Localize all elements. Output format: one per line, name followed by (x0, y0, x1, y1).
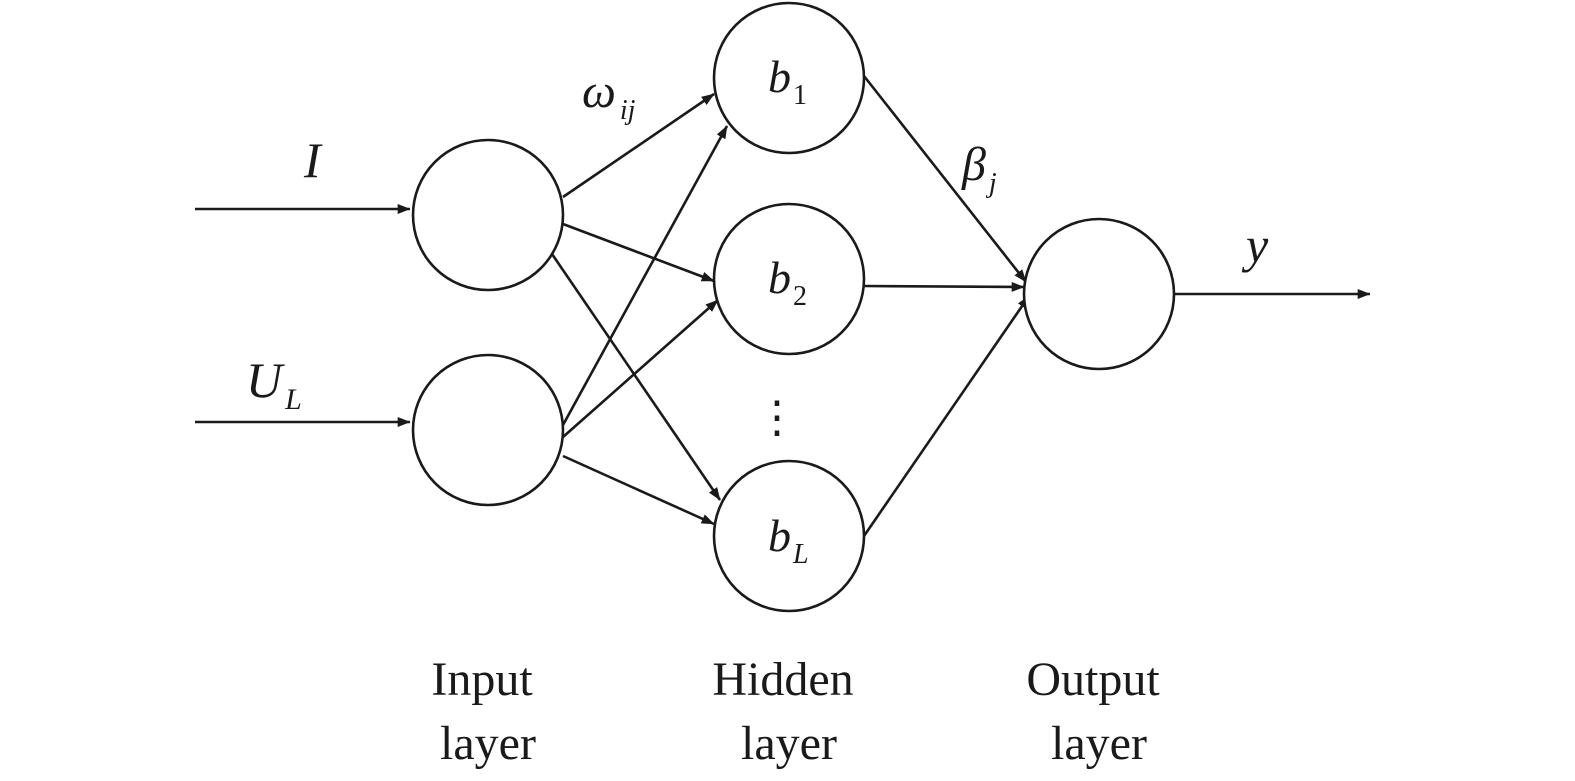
edge-input1-hidden1 (562, 92, 715, 199)
input-layer-caption: Input layer (431, 653, 544, 770)
hidden-node-L-label: bL (768, 510, 809, 570)
hidden-node-1 (712, 1, 866, 155)
hidden-node-2-label: b2 (768, 252, 807, 312)
hidden-node-2 (712, 202, 866, 356)
hidden-layer-caption: Hidden layer (712, 653, 865, 770)
output-layer-caption: Output layer (1026, 653, 1171, 770)
edge-input1-hiddenL (550, 253, 722, 501)
hidden-node-L (712, 459, 866, 613)
input-node-2 (411, 353, 565, 507)
edge-input1-hidden2 (562, 222, 715, 283)
edge-hiddenL-output (862, 295, 1031, 537)
output-symbol: y (1241, 217, 1269, 273)
hidden-node-1-label: b1 (768, 51, 807, 111)
edge-input2-hiddenL (562, 454, 715, 526)
hidden-ellipsis: ⋮ (755, 393, 799, 442)
output-node (1022, 217, 1176, 371)
input-node-1 (411, 138, 565, 292)
edge-input2-hidden1 (561, 125, 729, 426)
edge-hidden2-output (863, 281, 1025, 292)
input-symbol-current: I (303, 132, 323, 188)
edge-hidden1-output (862, 75, 1028, 283)
edge-input2-hidden2 (562, 299, 719, 438)
